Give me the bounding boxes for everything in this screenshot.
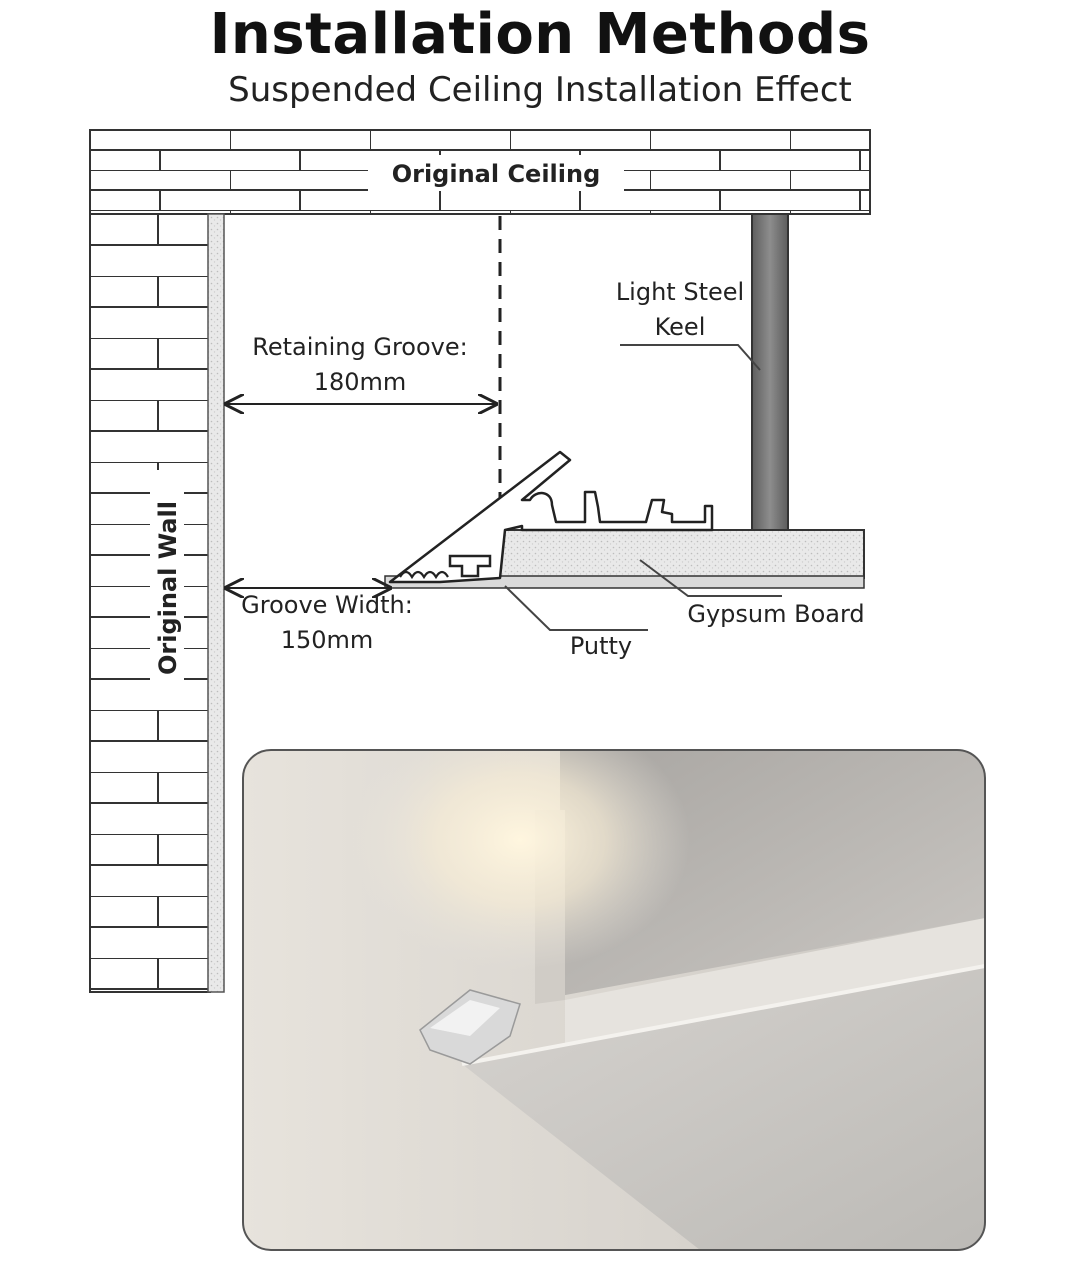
retaining-groove-label-2: 180mm [314,368,407,396]
original-wall [89,213,211,993]
profile-teeth [399,570,449,580]
groove-width-label-2: 150mm [281,626,374,654]
putty-leader-line [504,585,648,631]
aluminium-profile [388,450,714,584]
installation-effect-photo [243,750,985,1250]
page-title: Installation Methods [209,2,871,67]
photo-frame [242,749,986,1251]
groove-width-label-1: Groove Width: [241,591,413,619]
gypsum-board-label: Gypsum Board [687,600,864,628]
original-ceiling [89,129,871,215]
keel-leader-line [620,344,761,371]
wall-plaster [207,213,225,993]
profile-clip [448,554,492,578]
light-steel-keel [751,213,789,533]
light-steel-keel-label-2: Keel [655,313,706,341]
original-wall-label: Original Wall [154,501,182,675]
original-ceiling-label: Original Ceiling [392,160,601,188]
page-subtitle: Suspended Ceiling Installation Effect [228,70,852,110]
retaining-groove-label-1: Retaining Groove: [252,333,467,361]
putty-label: Putty [570,632,632,660]
light-steel-keel-label-1: Light Steel [616,278,744,306]
gypsum-leader-line [639,559,782,597]
